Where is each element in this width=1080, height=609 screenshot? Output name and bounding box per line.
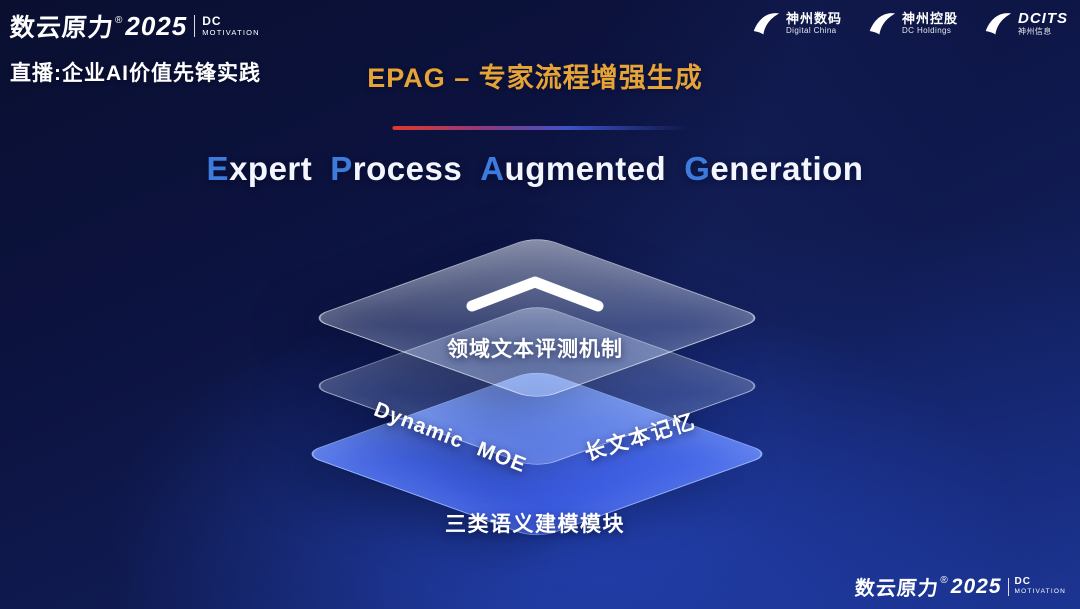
subtitle-rest: eneration xyxy=(710,150,864,187)
subtitle-english: Expert Process Augmented Generation xyxy=(0,150,1070,188)
brand-dc-motivation: DC MOTIVATION xyxy=(202,15,260,37)
registered-mark: ® xyxy=(940,575,948,586)
partner-logo-dcits: DCITS 神州信息 xyxy=(984,10,1068,38)
subtitle-word: Augmented xyxy=(480,150,666,187)
partner-logos: 神州数码 Digital China 神州控股 DC Holdings DCIT… xyxy=(752,10,1068,38)
layer-label-evaluation: 领域文本评测机制 xyxy=(447,338,623,361)
subtitle-word: Expert xyxy=(207,150,313,187)
subtitle-rest: ugmented xyxy=(504,150,667,187)
partner-name: DCITS xyxy=(1018,10,1068,28)
partner-text: 神州数码 Digital China xyxy=(786,12,842,35)
partner-name: 神州数码 xyxy=(785,11,842,27)
title-underline-gradient xyxy=(392,126,688,130)
brand-name: 数云原力 xyxy=(854,578,941,600)
chevron-up-icon xyxy=(466,276,604,312)
partner-logo-digital-china: 神州数码 Digital China xyxy=(752,10,842,38)
partner-text: DCITS 神州信息 xyxy=(1018,11,1068,36)
partner-subname: Digital China xyxy=(785,25,837,35)
subtitle-rest: rocess xyxy=(352,150,463,187)
brand-divider xyxy=(194,15,196,37)
partner-subname: DC Holdings xyxy=(901,25,952,35)
subtitle-initial: P xyxy=(330,150,353,187)
live-stream-label: 直播:企业AI价值先锋实践 xyxy=(10,62,261,85)
registered-mark: ® xyxy=(115,14,123,26)
subtitle-initial: G xyxy=(684,150,711,187)
layer-label-semantic-modeling: 三类语义建模模块 xyxy=(445,513,625,536)
brand-name: 数云原力 xyxy=(8,14,115,42)
brand-dc-motivation: DC MOTIVATION xyxy=(1015,577,1066,596)
brand-motivation: MOTIVATION xyxy=(1014,588,1066,596)
brand-dc: DC xyxy=(202,14,222,29)
brand-year: 2025 xyxy=(950,574,1002,598)
brand-logo: 数云原力 ® 2025 DC MOTIVATION xyxy=(8,8,260,44)
page-title: EPAG – 专家流程增强生成 xyxy=(367,63,703,93)
partner-logo-dc-holdings: 神州控股 DC Holdings xyxy=(868,10,958,38)
subtitle-word: Generation xyxy=(684,150,863,187)
brand-motivation: MOTIVATION xyxy=(202,28,260,38)
brand-divider xyxy=(1007,577,1009,596)
subtitle-word: Process xyxy=(330,150,462,187)
subtitle-initial: A xyxy=(480,150,505,187)
swoosh-icon xyxy=(753,13,780,35)
partner-name: 神州控股 xyxy=(901,11,958,27)
brand-year: 2025 xyxy=(125,10,188,41)
partner-subname: 神州信息 xyxy=(1018,26,1052,36)
brand-dc: DC xyxy=(1014,576,1031,588)
swoosh-icon xyxy=(985,13,1012,35)
subtitle-initial: E xyxy=(206,150,230,187)
footer-brand-logo: 数云原力 ® 2025 DC MOTIVATION xyxy=(854,572,1066,601)
partner-text: 神州控股 DC Holdings xyxy=(902,12,958,35)
subtitle-rest: xpert xyxy=(229,150,313,187)
swoosh-icon xyxy=(869,13,896,35)
